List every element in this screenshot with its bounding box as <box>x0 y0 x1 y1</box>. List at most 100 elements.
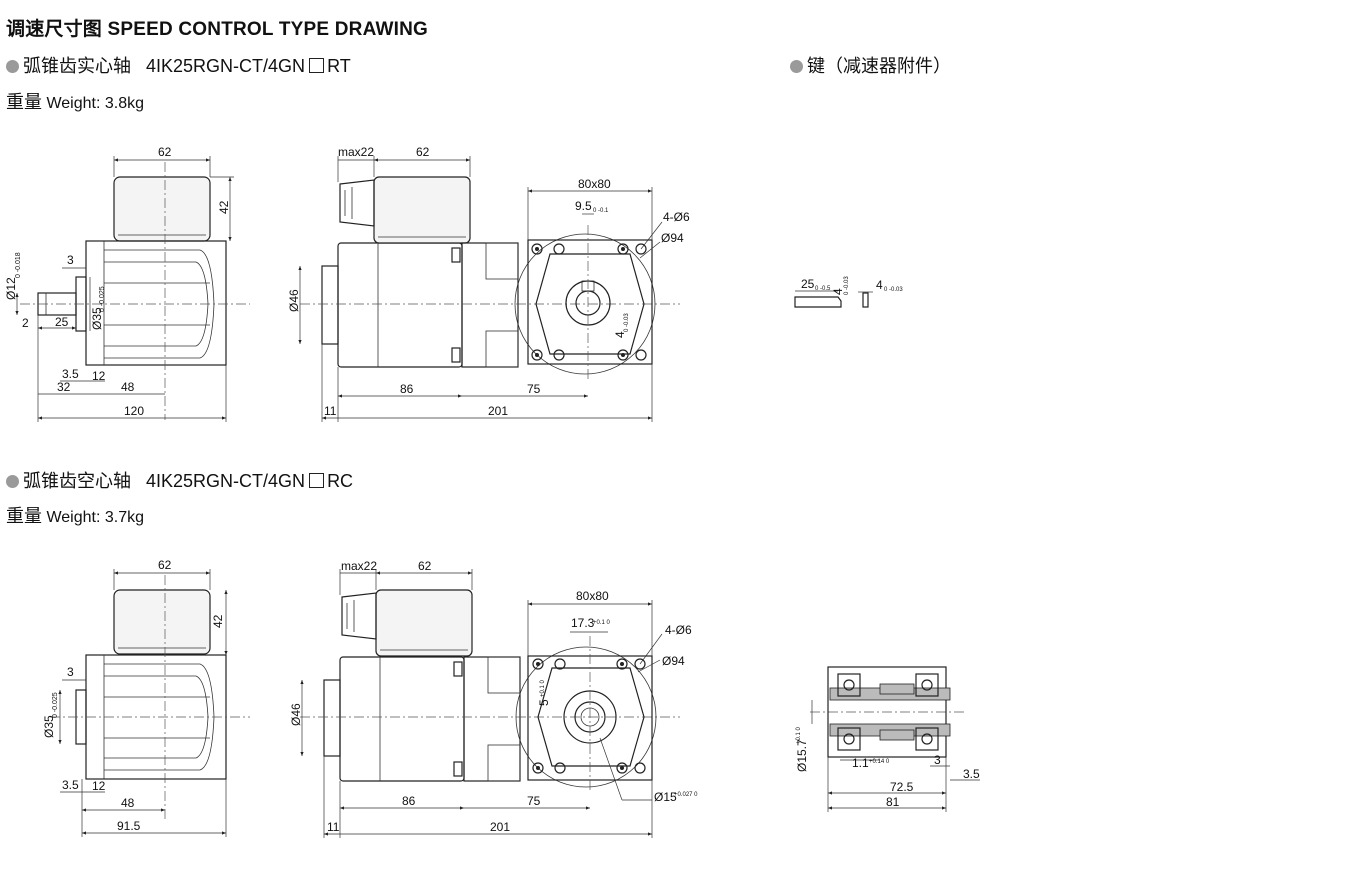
dim-75: 75 <box>527 382 541 396</box>
bearing-top-right <box>915 673 939 697</box>
dim-32: 32 <box>57 380 71 394</box>
placeholder-box-icon <box>309 473 325 488</box>
terminal-box <box>113 176 211 242</box>
dim-boss-tol: 0 -0.025 <box>99 286 106 312</box>
bearing-top-left <box>837 673 861 697</box>
dim-62: 62 <box>416 145 430 159</box>
detail-3-5: 3.5 <box>963 767 980 781</box>
dim-key-width: 17.3 <box>571 616 595 630</box>
key-length-tol: 0 -0.5 <box>815 286 831 292</box>
pcd-circle <box>514 233 656 375</box>
dim-86: 86 <box>400 382 414 396</box>
bullet-icon <box>6 60 19 73</box>
dim-201: 201 <box>490 820 510 834</box>
dim-80x80: 80x80 <box>576 589 609 603</box>
key-width-tol: 0 -0.03 <box>884 287 903 293</box>
dim-11: 11 <box>324 404 337 418</box>
terminal-box <box>373 176 471 244</box>
motor-body <box>337 242 463 368</box>
dim-pcd: Ø94 <box>662 654 685 668</box>
dim-42: 42 <box>217 200 231 214</box>
dim-3-5: 3.5 <box>62 367 79 381</box>
dim-motor-d: Ø46 <box>289 703 303 726</box>
dim-48: 48 <box>121 796 135 810</box>
square-flange <box>527 239 653 365</box>
section-name: 弧锥齿实心轴 <box>23 56 131 76</box>
dim-pcd: Ø94 <box>661 231 684 245</box>
dim-key-s: 5 <box>537 699 551 706</box>
cable-gland <box>339 179 375 227</box>
bullet-icon <box>790 60 803 73</box>
solid-front-view: 62 42 Ø12 0 -0.018 3 2 25 Ø35 0 -0.025 3… <box>4 145 250 422</box>
dim-bore-tol: +0.027 0 <box>674 792 698 798</box>
weight-value: Weight: 3.7kg <box>46 509 144 526</box>
hollow-shaft-section: Ø15.7 +0.1 0 1.1 +0.14 0 3 3.5 72.5 81 <box>795 666 980 812</box>
model-suffix: RT <box>327 56 351 76</box>
dim-201: 201 <box>488 404 508 418</box>
key-height-tol: 0 -0.03 <box>844 276 850 295</box>
dim-62: 62 <box>158 558 172 572</box>
dim-key-height-tol: 0 -0.03 <box>624 313 630 332</box>
section-header-key: 键（减速器附件） <box>790 52 951 78</box>
detail-72-5: 72.5 <box>890 780 914 794</box>
key-side <box>794 296 842 308</box>
detail-groove: 1.1 <box>852 756 869 770</box>
key-width: 4 <box>876 278 883 292</box>
dim-120: 120 <box>124 404 144 418</box>
dim-75: 75 <box>527 794 541 808</box>
dim-boss-tol: 0 -0.025 <box>52 692 59 718</box>
dim-12: 12 <box>92 779 106 793</box>
page-title: 调速尺寸图 SPEED CONTROL TYPE DRAWING <box>6 19 428 40</box>
detail-bore-tol: +0.1 0 <box>796 726 802 744</box>
weight-value: Weight: 3.8kg <box>46 95 144 112</box>
gearbox-side <box>463 656 521 782</box>
dim-80x80: 80x80 <box>578 177 611 191</box>
dim-48: 48 <box>121 380 135 394</box>
weight-label-cn: 重量 <box>6 506 42 526</box>
gearbox-side <box>461 242 519 368</box>
key-drawing: 25 0 -0.5 4 0 -0.03 4 0 -0.03 <box>794 276 903 308</box>
dim-motor-d: Ø46 <box>287 289 301 312</box>
dim-max22: max22 <box>338 145 374 159</box>
detail-groove-tol: +0.14 0 <box>869 759 890 765</box>
key-length: 25 <box>801 277 815 291</box>
dim-86: 86 <box>402 794 416 808</box>
dim-bore: Ø15 <box>654 790 677 804</box>
dim-boss-d: Ø35 <box>42 715 56 738</box>
dim-boss-d: Ø35 <box>90 307 104 330</box>
detail-bore: Ø15.7 <box>795 739 809 772</box>
dim-key-width-tol: 0 -0.1 <box>593 208 609 214</box>
placeholder-box-icon <box>309 58 325 73</box>
weight-solid: 重量 Weight: 3.8kg <box>6 88 144 114</box>
dim-shaft-tol: 0 -0.018 <box>15 252 22 278</box>
dim-62: 62 <box>158 145 172 159</box>
dim-key-height: 4 <box>613 331 627 338</box>
solid-side-view: max22 62 Ø46 86 75 11 201 80x80 9.5 0 -0… <box>287 145 690 422</box>
motor-body <box>339 656 465 782</box>
key-end <box>862 292 869 308</box>
pcd-circle <box>515 646 657 788</box>
dim-key-width: 9.5 <box>575 199 592 213</box>
cable-gland <box>341 592 377 640</box>
dim-2: 2 <box>22 316 29 330</box>
dim-key-width-tol: +0.1 0 <box>593 620 611 626</box>
dim-42: 42 <box>211 614 225 628</box>
terminal-box <box>375 589 473 657</box>
dim-holes: 4-Ø6 <box>665 623 692 637</box>
section-header-solid-shaft: 弧锥齿实心轴 4IK25RGN-CT/4GN RT <box>6 52 351 78</box>
motor-end-cap <box>321 265 339 345</box>
section-name: 键（减速器附件） <box>807 56 951 76</box>
bearing-bottom-left <box>837 727 861 751</box>
weight-label-cn: 重量 <box>6 92 42 112</box>
weight-hollow: 重量 Weight: 3.7kg <box>6 502 144 528</box>
hollow-side-view: max22 62 Ø46 86 75 11 201 80x80 17.3 +0.… <box>289 559 698 838</box>
dim-3: 3 <box>67 665 74 679</box>
dim-91-5: 91.5 <box>117 819 141 833</box>
key-height: 4 <box>831 288 845 295</box>
dim-3-5: 3.5 <box>62 778 79 792</box>
detail-3: 3 <box>934 753 941 767</box>
model-number: 4IK25RGN-CT/4GN <box>146 471 306 491</box>
model-number: 4IK25RGN-CT/4GN <box>146 56 306 76</box>
